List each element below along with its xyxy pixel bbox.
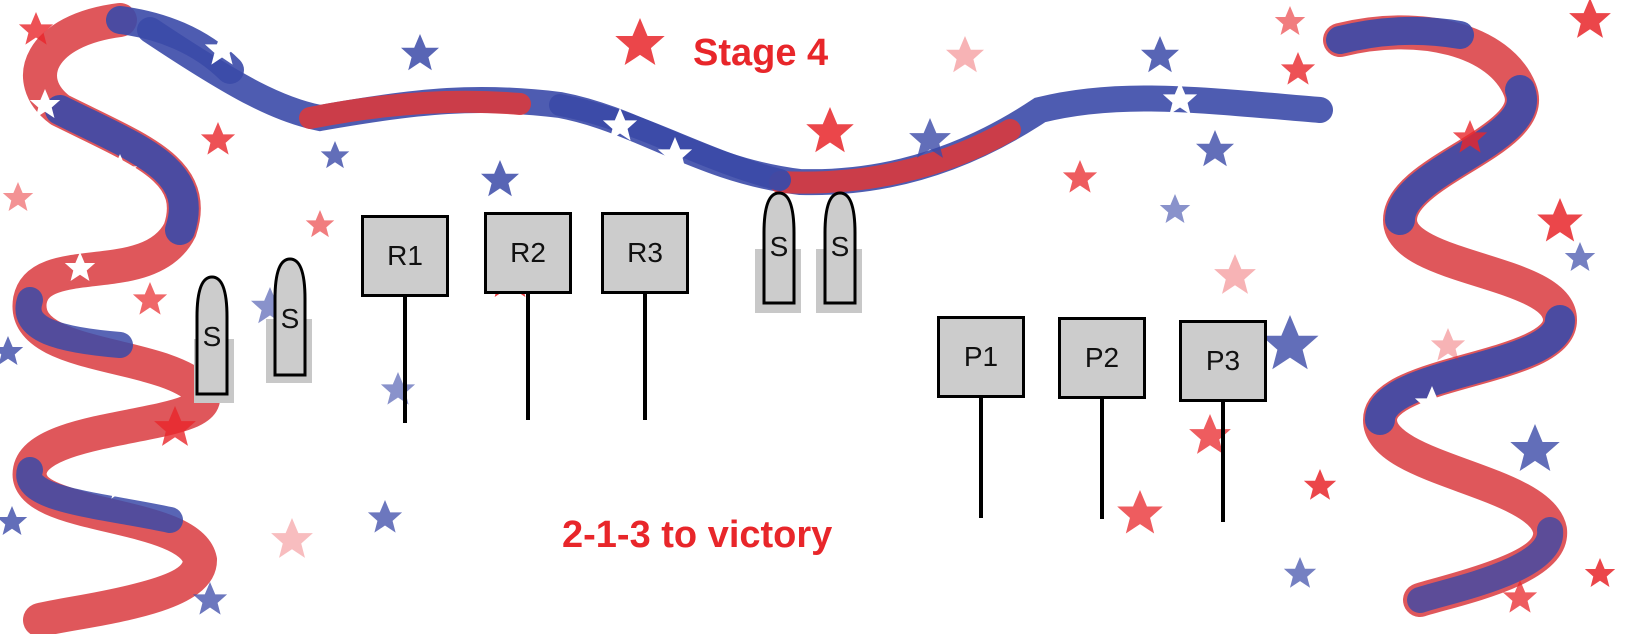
target-post bbox=[526, 294, 530, 420]
target-board: P3 bbox=[1179, 320, 1267, 402]
ribbon-right bbox=[1323, 15, 1578, 617]
steel-plate-s2: S bbox=[266, 257, 312, 383]
target-label: P3 bbox=[1205, 345, 1241, 376]
target-post bbox=[979, 398, 983, 518]
steel-label: S bbox=[280, 303, 300, 334]
target-post bbox=[403, 297, 407, 423]
steel-label: S bbox=[830, 231, 850, 262]
ribbon-left bbox=[12, 3, 244, 634]
target-board: R1 bbox=[361, 215, 449, 297]
target-board: P1 bbox=[937, 316, 1025, 398]
target-label: R3 bbox=[627, 237, 663, 268]
target-label: R2 bbox=[510, 237, 546, 268]
target-board: R3 bbox=[601, 212, 689, 294]
steel-plate-s1: S bbox=[194, 275, 234, 403]
target-label: R1 bbox=[387, 240, 423, 271]
target-post bbox=[1100, 399, 1104, 519]
caption: 2-1-3 to victory bbox=[562, 514, 833, 556]
steel-label: S bbox=[769, 231, 789, 262]
ribbon-top bbox=[137, 17, 1333, 196]
stage-title: Stage 4 bbox=[693, 32, 829, 74]
target-label: P1 bbox=[963, 341, 999, 372]
target-label: P2 bbox=[1084, 342, 1120, 373]
steel-plate-s4: S bbox=[816, 191, 862, 313]
target-board: P2 bbox=[1058, 317, 1146, 399]
target-board: R2 bbox=[484, 212, 572, 294]
target-post bbox=[1221, 402, 1225, 522]
target-post bbox=[643, 294, 647, 420]
steel-label: S bbox=[202, 321, 222, 352]
steel-plate-s3: S bbox=[755, 191, 801, 313]
